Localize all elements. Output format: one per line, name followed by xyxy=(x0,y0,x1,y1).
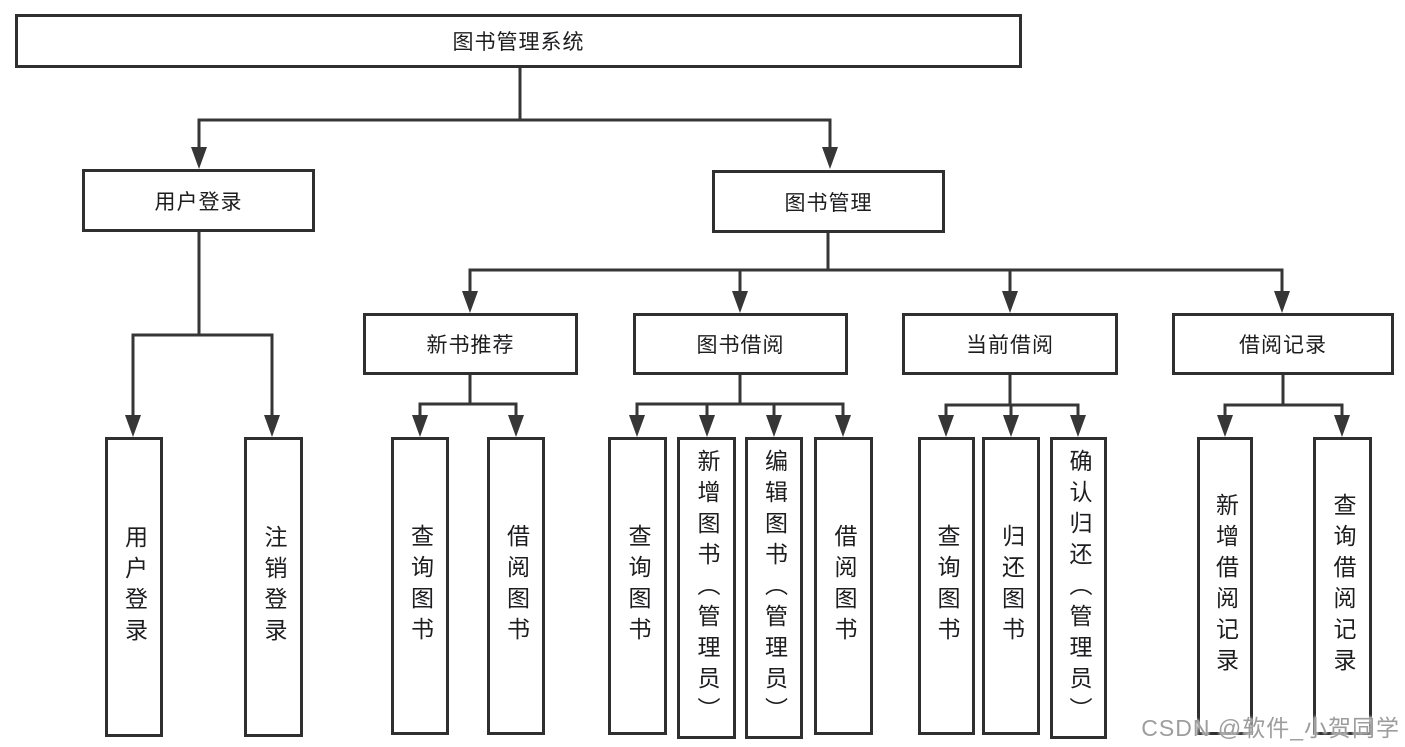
leaf-confirm-return-admin: 确认归还（管理员） xyxy=(1050,437,1107,739)
leaf-borrow-books-recommend: 借阅图书 xyxy=(487,437,545,735)
node-book-management: 图书管理 xyxy=(712,170,945,233)
leaf-add-borrow-record: 新增借阅记录 xyxy=(1197,437,1253,735)
leaf-edit-books-admin: 编辑图书（管理员） xyxy=(745,437,803,739)
node-book-management-system: 图书管理系统 xyxy=(15,14,1022,68)
node-borrowing-records: 借阅记录 xyxy=(1172,313,1394,375)
node-new-book-recommend: 新书推荐 xyxy=(363,313,578,375)
leaf-query-books-borrowing: 查询图书 xyxy=(608,437,667,735)
leaf-query-borrow-record: 查询借阅记录 xyxy=(1313,437,1372,735)
arrowheads xyxy=(125,147,1350,437)
csdn-watermark: CSDN @软件_小贺同学 xyxy=(1141,715,1400,741)
leaf-query-books-current: 查询图书 xyxy=(918,437,975,735)
node-current-borrowing: 当前借阅 xyxy=(902,313,1118,375)
leaf-add-books-admin: 新增图书（管理员） xyxy=(677,437,736,739)
leaf-user-login: 用户登录 xyxy=(105,437,163,737)
leaf-logout: 注销登录 xyxy=(244,437,303,737)
node-book-borrowing: 图书借阅 xyxy=(633,313,848,375)
node-user-login: 用户登录 xyxy=(82,169,315,232)
leaf-return-books: 归还图书 xyxy=(982,437,1040,735)
leaf-query-books-recommend: 查询图书 xyxy=(391,437,449,735)
leaf-borrow-books-borrowing: 借阅图书 xyxy=(814,437,873,735)
